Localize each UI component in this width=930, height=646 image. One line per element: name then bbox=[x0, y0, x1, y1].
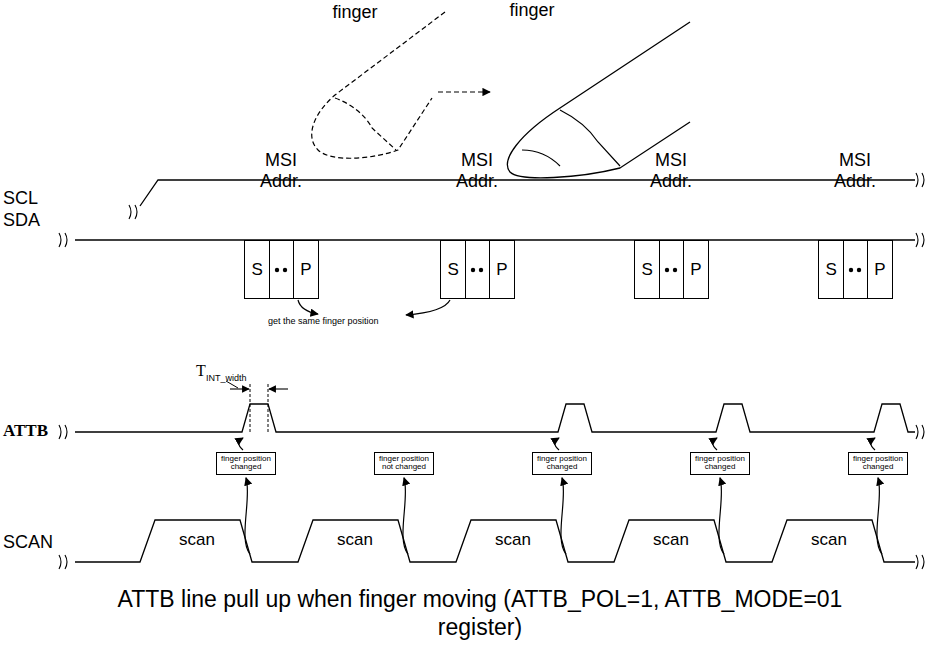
pulse-label: scan bbox=[495, 530, 531, 550]
status-text: finger position changed bbox=[693, 455, 747, 472]
frame-bit: S bbox=[635, 241, 659, 298]
dots-cell bbox=[659, 241, 683, 298]
signal-name: SDA bbox=[3, 210, 40, 231]
dots-symbol bbox=[469, 267, 485, 273]
frame-bit: S bbox=[245, 241, 269, 298]
leader-arrow bbox=[877, 478, 882, 554]
figure-label: finger bbox=[332, 2, 377, 23]
i2c-frame: SP bbox=[634, 240, 709, 299]
dots-cell bbox=[843, 241, 867, 298]
status-text: finger position not changed bbox=[377, 455, 431, 472]
i2c-frame: SP bbox=[244, 240, 319, 299]
surface-line bbox=[140, 180, 915, 206]
break-mark bbox=[59, 555, 67, 569]
width-guide bbox=[250, 384, 268, 432]
status-box: finger position changed bbox=[216, 452, 276, 475]
leader-arrow bbox=[239, 438, 243, 450]
leader-arrow bbox=[713, 438, 717, 450]
frame-label: MSI Addr. bbox=[448, 150, 506, 191]
frame-bit: S bbox=[441, 241, 465, 298]
frame-label: MSI Addr. bbox=[642, 150, 700, 191]
break-mark bbox=[129, 205, 137, 219]
leader-arrow bbox=[406, 300, 450, 315]
status-text: finger position changed bbox=[219, 455, 273, 472]
break-mark bbox=[916, 555, 924, 569]
dots-symbol bbox=[663, 267, 679, 273]
note: get the same finger position bbox=[268, 316, 379, 326]
status-text: finger position changed bbox=[851, 455, 905, 472]
pulse-label: scan bbox=[179, 530, 215, 550]
frame-bit: P bbox=[684, 241, 708, 298]
status-box: finger position changed bbox=[532, 452, 592, 475]
timing-symbol: T bbox=[196, 362, 206, 380]
pulse-label: scan bbox=[811, 530, 847, 550]
leader-arrow bbox=[871, 438, 875, 450]
leader-arrow bbox=[298, 300, 318, 314]
status-text: finger position changed bbox=[535, 455, 589, 472]
break-mark bbox=[59, 425, 67, 439]
dots-symbol bbox=[847, 267, 863, 273]
width-arrow bbox=[269, 388, 288, 389]
width-arrow bbox=[230, 388, 249, 389]
leader-arrow bbox=[561, 478, 566, 554]
i2c-frame: SP bbox=[440, 240, 515, 299]
frame-label: MSI Addr. bbox=[252, 150, 310, 191]
attb-waveform bbox=[75, 404, 915, 432]
timing-subscript: INT_width bbox=[206, 373, 247, 383]
frame-bit: P bbox=[490, 241, 514, 298]
frame-bit: P bbox=[868, 241, 892, 298]
break-mark bbox=[916, 173, 924, 187]
break-mark bbox=[916, 425, 924, 439]
dots-cell bbox=[465, 241, 489, 298]
i2c-frame: SP bbox=[818, 240, 893, 299]
finger-before bbox=[312, 12, 445, 158]
signal-name: ATTB bbox=[3, 421, 48, 441]
pulse-label: scan bbox=[653, 530, 689, 550]
dots-cell bbox=[269, 241, 293, 298]
status-box: finger position changed bbox=[690, 452, 750, 475]
move-arrow bbox=[438, 91, 490, 92]
frame-label: MSI Addr. bbox=[826, 150, 884, 191]
break-mark bbox=[59, 233, 67, 247]
leader-arrow bbox=[555, 438, 559, 450]
finger-nail bbox=[522, 110, 620, 166]
frame-bit: S bbox=[819, 241, 843, 298]
signal-name: SCL bbox=[3, 188, 38, 209]
status-box: finger position not changed bbox=[374, 452, 434, 475]
pulse-label: scan bbox=[337, 530, 373, 550]
status-box: finger position changed bbox=[848, 452, 908, 475]
figure-label: finger bbox=[509, 0, 554, 21]
frame-bit: P bbox=[294, 241, 318, 298]
leader-arrow bbox=[719, 478, 724, 554]
leader-arrow bbox=[245, 478, 250, 554]
break-mark bbox=[916, 233, 924, 247]
figure-caption: ATTB line pull up when finger moving (AT… bbox=[80, 586, 880, 641]
dots-symbol bbox=[273, 267, 289, 273]
leader-arrow bbox=[403, 478, 408, 554]
scan-waveform bbox=[75, 520, 915, 562]
signal-name: SCAN bbox=[3, 532, 53, 553]
